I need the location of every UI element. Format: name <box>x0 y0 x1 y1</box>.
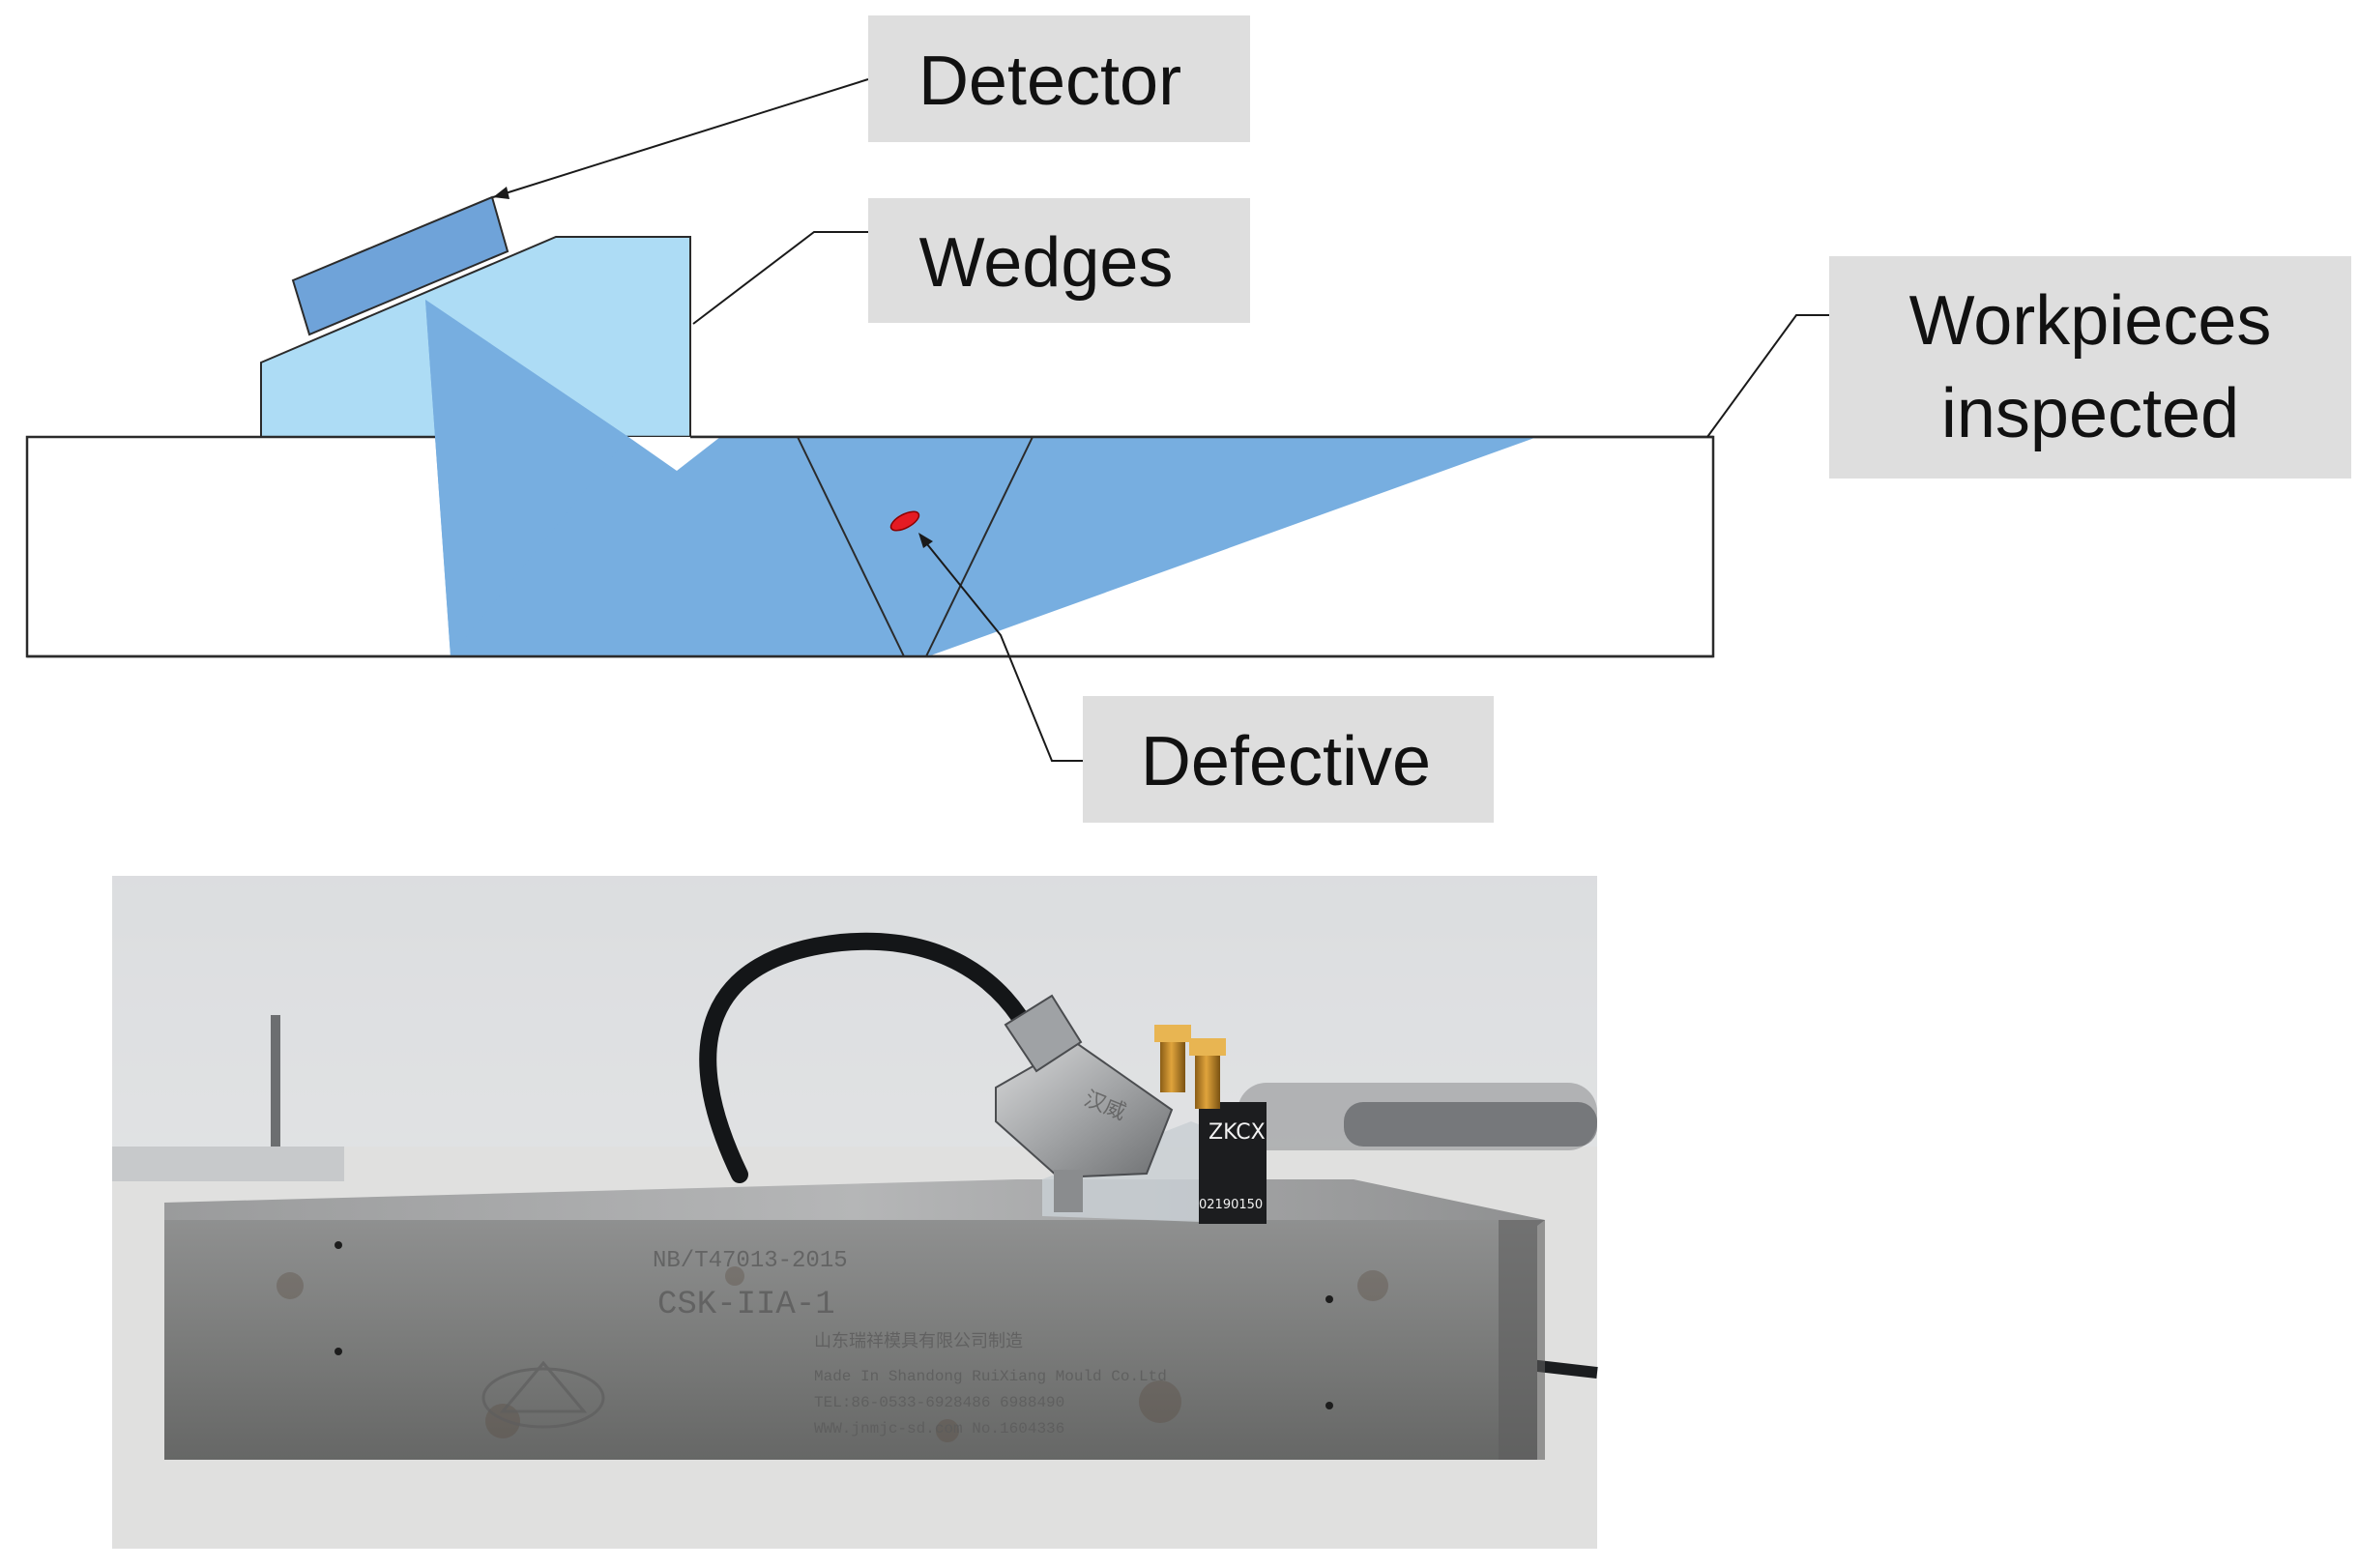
engraved-maker-cn: 山东瑞祥模具有限公司制造 <box>814 1331 1023 1352</box>
engraved-model: CSK-IIA-1 <box>657 1287 835 1323</box>
workpieces-label-line2: inspected <box>1941 375 2239 452</box>
wedges-label-text: Wedges <box>919 224 1174 302</box>
engraved-logo <box>481 1360 605 1429</box>
wedges-label: Wedges <box>868 198 1250 323</box>
workpieces-label: Workpieces inspected <box>1829 256 2351 479</box>
defective-label-text: Defective <box>1141 723 1431 800</box>
workpieces-leader <box>1706 314 1829 438</box>
defect-marker <box>889 510 920 532</box>
weld-line-left <box>797 436 905 657</box>
probe-cable <box>699 932 1038 1183</box>
wedges-leader <box>692 231 868 325</box>
probe-nameplate <box>1199 1102 1267 1224</box>
engraved-standard: NB/T47013-2015 <box>653 1248 848 1274</box>
test-block-photo: NB/T47013-2015 CSK-IIA-1 山东瑞祥模具有限公司制造 Ma… <box>112 876 1598 1549</box>
detector-label: Detector <box>868 15 1250 142</box>
defective-leader <box>922 538 1083 762</box>
weld-line-right <box>925 436 1034 657</box>
ultrasonic-beam <box>425 300 1537 656</box>
engraved-maker-en: Made In Shandong RuiXiang Mould Co.Ltd <box>814 1368 1167 1385</box>
engraved-web: WWW.jnmjc-sd.com No.1604336 <box>814 1420 1064 1437</box>
detector-leader <box>492 78 869 198</box>
beam-reflection-gap <box>628 437 720 471</box>
workpieces-label-line1: Workpieces <box>1909 282 2272 360</box>
schematic: Detector Wedges Workpieces inspected Def… <box>25 15 2351 823</box>
engraved-tel: TEL:86-0533-6928486 6988490 <box>814 1394 1064 1411</box>
steel-block-front <box>164 1220 1537 1460</box>
probe-connector <box>1004 994 1083 1073</box>
detector-label-text: Detector <box>918 43 1181 120</box>
beam-in-wedge <box>425 300 628 656</box>
defective-label: Defective <box>1083 696 1494 823</box>
probe-brand: ZKCX <box>1209 1120 1266 1145</box>
detector-shape <box>291 195 510 336</box>
block-texture <box>277 1266 1388 1442</box>
probe-serial: 02190150 <box>1199 1198 1263 1212</box>
brass-fittings <box>1154 1025 1226 1109</box>
drilled-holes <box>335 1241 1333 1409</box>
